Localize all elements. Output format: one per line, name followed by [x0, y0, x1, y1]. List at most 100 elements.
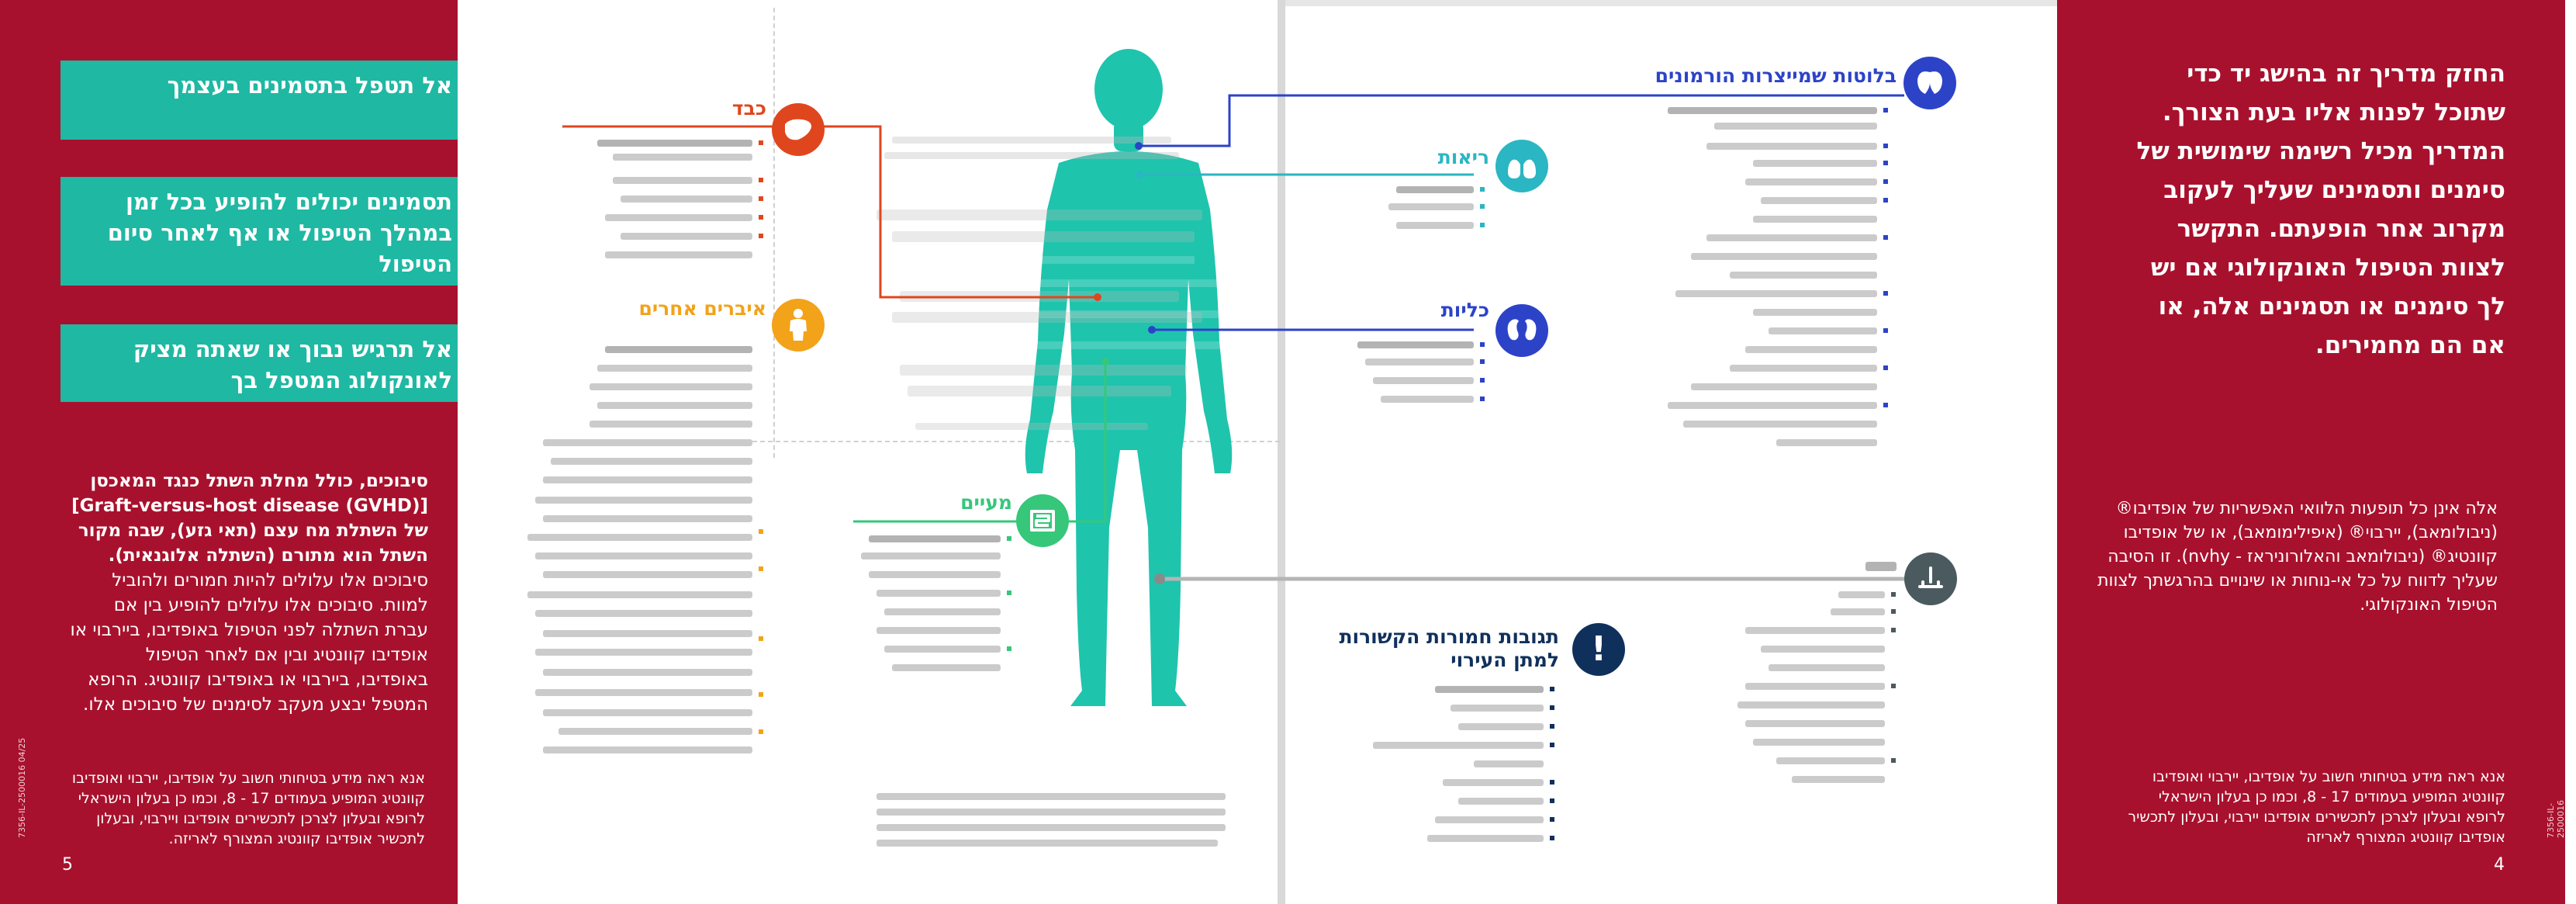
intro-text: החזק מדריך זה בהישג יד כדי שתוכל לפנות א…: [2136, 60, 2505, 359]
infusion-item: [1458, 798, 1544, 805]
infusion-bullet: [1550, 705, 1554, 710]
other-organs-item: [527, 591, 752, 598]
injection-icon: [1904, 552, 1957, 605]
injection-item: [1738, 701, 1885, 708]
other-organs-item: [535, 610, 752, 617]
other-organs-item: [535, 649, 752, 656]
hormone-bullet: [1883, 403, 1888, 407]
kidneys-item: [1357, 341, 1474, 348]
faded-text: [884, 152, 1179, 159]
infusion-item: [1474, 760, 1544, 767]
faded-text: [877, 210, 1202, 220]
faded-text: [892, 231, 1195, 242]
kidneys-bullet: [1480, 397, 1485, 401]
other-organs-item: [543, 630, 752, 637]
right-code: 7356-IL-2500016 04/25: [2546, 800, 2576, 838]
intestines-item: [869, 571, 1001, 578]
intestines-item: [861, 552, 1001, 559]
gvhd-bold: סיבוכים, כולל מחלת השתל כנגד המאכסן [Gra…: [71, 471, 428, 566]
hormone-item: [1706, 234, 1877, 241]
other-organs-bullet: [759, 529, 763, 534]
person-icon: [772, 299, 825, 352]
injection-item: [1761, 646, 1885, 653]
infusion-bullet: [1550, 687, 1554, 691]
lungs-bullet: [1480, 204, 1485, 209]
liver-bullet: [759, 178, 763, 182]
kidneys-bullet: [1480, 359, 1485, 364]
infusion-bullet: [1550, 724, 1554, 729]
dashed-guide-2: [752, 441, 1280, 442]
infusion-item: [1435, 816, 1544, 823]
hormone-item: [1675, 290, 1877, 297]
injection-label-blur: [1865, 562, 1897, 571]
human-body-figure: [962, 49, 1257, 706]
lungs-item: [1396, 222, 1474, 229]
infusion-item: [1458, 723, 1544, 730]
other-organs-bullet: [759, 636, 763, 641]
faded-text: [900, 365, 1187, 376]
infusion-item: [1427, 835, 1544, 842]
injection-bullet: [1891, 758, 1896, 763]
hormone-bullet: [1883, 328, 1888, 333]
right-page-number: 4: [2494, 855, 2505, 875]
top-border: [1285, 0, 2057, 6]
kidneys-bullet: [1480, 342, 1485, 347]
liver-icon: [772, 103, 825, 156]
other-organs-label: איברים אחרים: [638, 297, 766, 320]
infusion-bullet: [1550, 817, 1554, 822]
center-bottom-text: [877, 824, 1226, 831]
center-bottom-text: [877, 840, 1218, 847]
injection-item: [1753, 739, 1885, 746]
lungs-label: ריאות: [1437, 146, 1489, 168]
other-organs-item: [543, 669, 752, 676]
liver-item: [613, 177, 752, 184]
other-organs-bullet: [759, 729, 763, 734]
injection-item: [1792, 776, 1885, 783]
hormone-bullet: [1883, 108, 1888, 113]
infusion-bullet: [1550, 836, 1554, 840]
other-organs-item: [543, 571, 752, 578]
kidneys-item: [1381, 396, 1474, 403]
hormone-bullet: [1883, 179, 1888, 184]
exclamation-glyph: !: [1590, 629, 1607, 669]
intestines-icon: [1016, 494, 1069, 547]
infusion-item: [1451, 705, 1544, 712]
other-organs-item: [543, 709, 752, 716]
injection-bullet: [1891, 592, 1896, 597]
left-page-number: 5: [62, 855, 73, 875]
hormone-item: [1745, 178, 1877, 185]
center-bottom-text: [877, 809, 1226, 816]
lungs-item: [1388, 203, 1474, 210]
hormone-item: [1706, 143, 1877, 150]
other-organs-item: [590, 421, 752, 428]
injection-bullet: [1891, 684, 1896, 688]
injection-bullet: [1891, 628, 1896, 632]
liver-bullet: [759, 196, 763, 201]
liver-bullet: [759, 215, 763, 220]
tip-box-not-embarrassed: אל תרגיש נבוך או שאתה מציק לאונקולוג המט…: [61, 324, 475, 402]
dashed-guide-1: [773, 8, 775, 458]
other-organs-item: [535, 497, 752, 504]
liver-item: [605, 251, 752, 258]
tip-box-any-time: תסמינים יכולים להופיע בכל זמן במהלך הטיפ…: [61, 177, 475, 286]
other-organs-item: [543, 515, 752, 522]
other-organs-item: [605, 346, 752, 353]
hormone-item: [1769, 327, 1877, 334]
intestines-item: [884, 608, 1001, 615]
intestines-item: [884, 646, 1001, 653]
hormone-bullet: [1883, 198, 1888, 203]
gvhd-text: סיבוכים, כולל מחלת השתל כנגד המאכסן [Gra…: [70, 469, 428, 717]
hormone-item: [1691, 253, 1877, 260]
hormone-item: [1761, 197, 1877, 204]
hormone-item: [1776, 439, 1877, 446]
left-red-panel: [0, 0, 458, 904]
kidneys-icon: [1495, 304, 1548, 357]
intestines-item: [869, 535, 1001, 542]
tip-box-self-treat: אל תטפל בתסמינים בעצמך: [61, 61, 475, 140]
lungs-bullet: [1480, 187, 1485, 192]
infusion-item: [1373, 742, 1544, 749]
other-organs-item: [551, 458, 752, 465]
liver-item: [613, 154, 752, 161]
liver-label: כבד: [731, 97, 766, 119]
